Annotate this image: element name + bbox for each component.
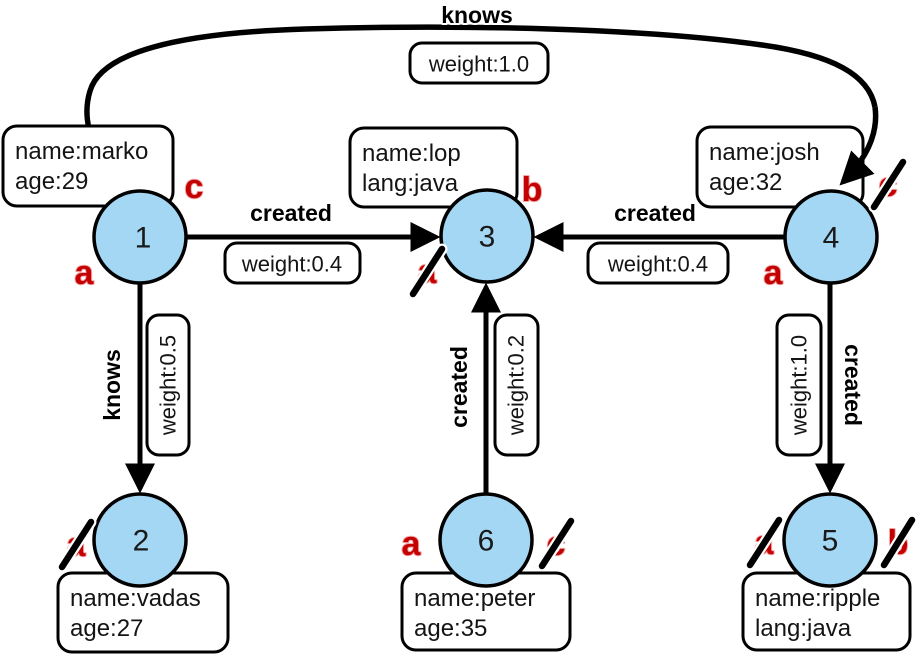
weight-value: weight:1.0 (428, 52, 529, 77)
weight-value: weight:0.5 (156, 335, 181, 436)
strikethrough-c-vertex4 (868, 156, 909, 213)
property-box-josh: name:josh age:32 (695, 125, 865, 209)
step-marker-a-vertex4: a (764, 254, 784, 292)
vertex-circle (783, 189, 879, 285)
weight-value: weight:0.4 (241, 252, 342, 277)
vertex-id: 5 (822, 525, 839, 558)
vertex-5: 5 (782, 492, 878, 588)
vertex-circle (92, 189, 188, 285)
strikethrough-a-vertex5 (744, 514, 785, 571)
weight-box-created-6-3: weight:0.2 (493, 313, 540, 457)
property-line: name:marko (15, 138, 148, 165)
strikethrough-a-vertex2 (56, 516, 97, 573)
edge-label-created-left: created (250, 200, 332, 226)
edge-label-knows-top: knows (441, 2, 513, 28)
weight-box-rect (586, 241, 730, 285)
property-line: lang:java (362, 170, 459, 197)
property-line: name:peter (414, 585, 535, 612)
edge-label-created-bottomright: created (840, 344, 866, 426)
property-line: age:29 (15, 168, 88, 195)
weight-box-rect (408, 41, 550, 85)
weight-box-knows-top: weight:1.0 (408, 41, 550, 85)
property-box-marko: name:marko age:29 (1, 124, 175, 208)
strikethrough-a-vertex3 (407, 243, 448, 300)
property-line: name:lop (362, 140, 461, 167)
vertex-4: 4 (783, 189, 879, 285)
edge-knows-1-4-curve (84, 24, 878, 201)
step-marker-a-vertex1: a (75, 254, 95, 292)
weight-box-rect (223, 241, 362, 285)
vertex-circle (438, 492, 534, 588)
edge-label-created-right: created (614, 200, 696, 226)
property-line: name:josh (709, 139, 820, 166)
vertex-id: 2 (133, 525, 150, 558)
vertex-6: 6 (438, 492, 534, 588)
property-line: age:35 (414, 615, 487, 642)
vertex-circle (782, 492, 878, 588)
weight-box-rect (493, 313, 540, 457)
edge-knows-1-4-arrowhead (839, 106, 879, 186)
vertex-circle (92, 492, 188, 588)
weight-box-created-1-3: weight:0.4 (223, 241, 362, 285)
step-marker-a-vertex6: a (402, 525, 422, 563)
weight-box-created-4-3: weight:0.4 (586, 241, 730, 285)
vertex-2: 2 (92, 492, 188, 588)
weight-box-created-4-5: weight:1.0 (775, 313, 823, 457)
vertex-id: 4 (823, 222, 840, 255)
property-box-peter: name:peter age:35 (400, 571, 572, 652)
weight-value: weight:1.0 (787, 335, 812, 436)
property-line: name:vadas (70, 585, 201, 612)
vertex-1: 1 (92, 189, 188, 285)
property-line: age:27 (70, 615, 143, 642)
vertex-id: 3 (479, 221, 496, 254)
vertex-id: 1 (135, 222, 152, 255)
step-marker-c-vertex1: c (185, 168, 204, 206)
weight-box-rect (145, 313, 191, 457)
property-box-ripple: name:ripple lang:java (741, 571, 912, 652)
weight-value: weight:0.4 (607, 252, 708, 277)
weight-value: weight:0.2 (504, 335, 529, 436)
strikethrough-b-vertex5 (878, 514, 917, 571)
edge-label-knows-vertical: knows (99, 349, 125, 421)
property-box-rect (348, 126, 519, 209)
vertex-id: 6 (478, 525, 495, 558)
weight-box-rect (775, 313, 823, 457)
edge-label-created-middle: created (446, 346, 472, 428)
strikethrough-c-vertex6 (536, 515, 577, 572)
step-marker-b-vertex3: b (522, 171, 543, 209)
vertex-3: 3 (439, 188, 535, 284)
weight-box-knows-1-2: weight:0.5 (145, 313, 191, 457)
property-box-lop: name:lop lang:java (348, 126, 519, 209)
property-line: name:ripple (755, 585, 880, 612)
property-box-rect (1, 124, 175, 208)
property-line: age:32 (709, 169, 782, 196)
vertex-circle (439, 188, 535, 284)
property-line: lang:java (755, 615, 852, 642)
